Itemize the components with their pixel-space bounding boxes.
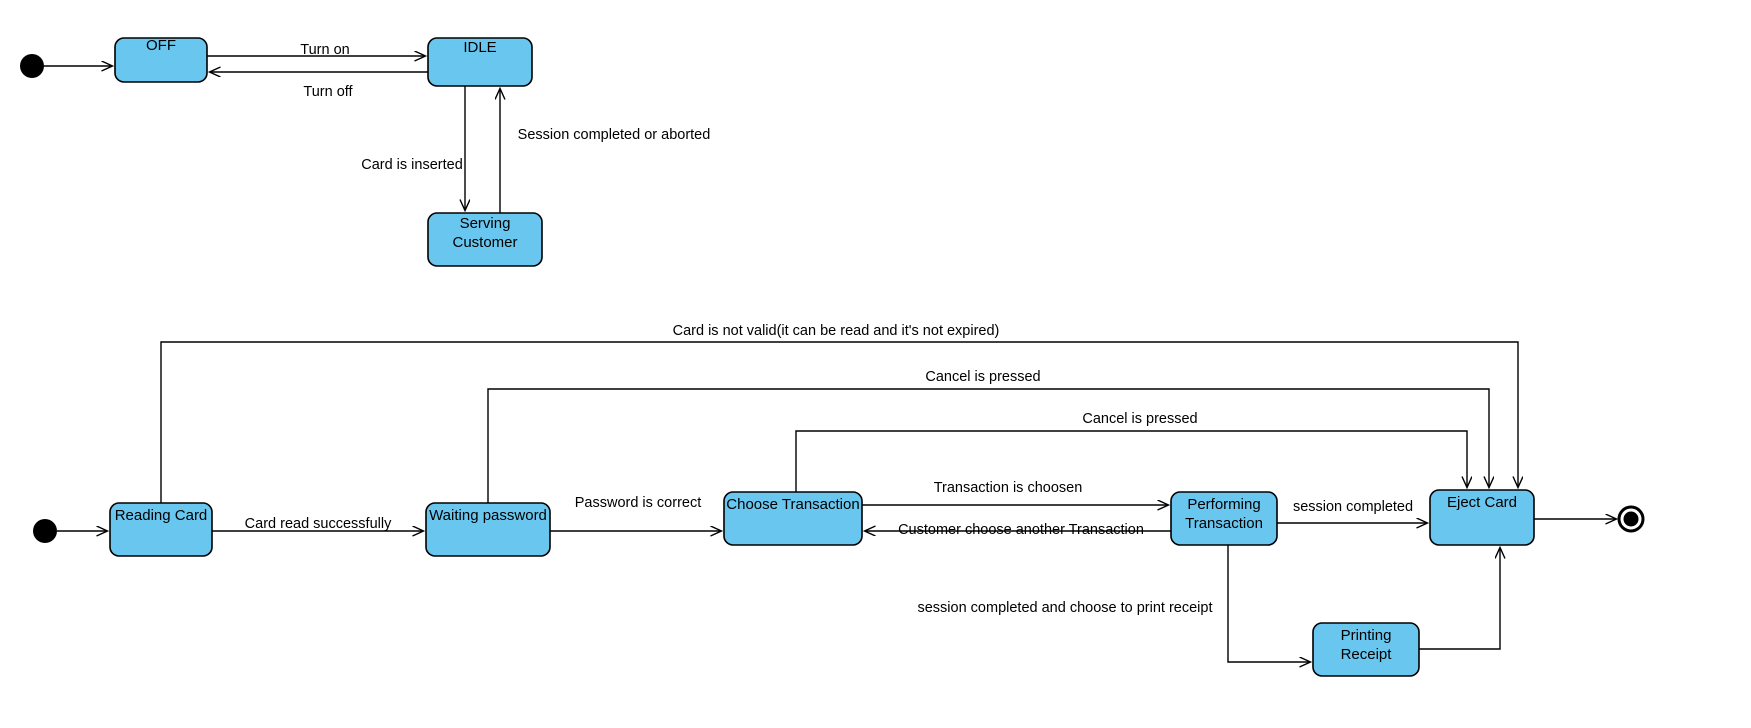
transition-label-card-read-successfully: Card read successfully bbox=[245, 516, 392, 532]
state-performing-transaction[interactable]: Performing Transaction bbox=[1170, 491, 1278, 546]
state-printing-receipt-label-line1: Printing bbox=[1341, 627, 1392, 644]
state-printing-receipt-label-line2: Receipt bbox=[1341, 646, 1393, 663]
transition-label-card-not-valid: Card is not valid(it can be read and it'… bbox=[673, 323, 1000, 339]
initial-state-session bbox=[33, 519, 57, 543]
state-printing-receipt[interactable]: Printing Receipt bbox=[1312, 622, 1420, 677]
transition-label-transaction-is-choosen: Transaction is choosen bbox=[934, 480, 1083, 496]
state-serving-customer-label-line2: Customer bbox=[452, 234, 517, 251]
transition-label-password-is-correct: Password is correct bbox=[575, 495, 702, 511]
state-idle[interactable]: IDLE bbox=[427, 37, 533, 87]
transition-performing-to-printing bbox=[1227, 545, 1310, 662]
state-choose-transaction-label: Choose Transaction bbox=[726, 496, 859, 513]
state-reading-card-label: Reading Card bbox=[115, 507, 208, 524]
initial-state-top bbox=[20, 54, 44, 78]
state-eject-card[interactable]: Eject Card bbox=[1429, 489, 1535, 546]
state-performing-transaction-label-line2: Transaction bbox=[1185, 515, 1263, 532]
transition-label-card-is-inserted: Card is inserted bbox=[361, 157, 463, 173]
transition-reading-to-eject-invalid-card bbox=[160, 341, 1518, 503]
transition-label-session-completed: session completed bbox=[1293, 499, 1413, 515]
state-serving-customer-label-line1: Serving bbox=[460, 215, 511, 232]
state-performing-transaction-label-line1: Performing bbox=[1187, 496, 1260, 513]
state-idle-box[interactable] bbox=[427, 37, 533, 87]
state-waiting-password-label: Waiting password bbox=[429, 507, 547, 524]
transition-label-session-completed-or-aborted: Session completed or aborted bbox=[518, 127, 711, 143]
transition-choose-to-eject-cancel bbox=[795, 430, 1467, 492]
state-eject-card-box[interactable] bbox=[1429, 489, 1535, 546]
transition-label-cancel-pressed-1: Cancel is pressed bbox=[925, 369, 1040, 385]
state-waiting-password[interactable]: Waiting password bbox=[425, 502, 551, 557]
transition-label-customer-choose-another: Customer choose another Transaction bbox=[898, 522, 1144, 538]
final-state-inner-dot bbox=[1623, 511, 1639, 527]
state-off-box[interactable] bbox=[114, 37, 208, 83]
state-idle-label: IDLE bbox=[463, 39, 496, 56]
machine-top-level: OFF IDLE Serving Customer Turn on Turn o… bbox=[20, 37, 711, 267]
state-performing-transaction-box[interactable] bbox=[1170, 491, 1278, 546]
state-off-label: OFF bbox=[146, 37, 176, 54]
state-eject-card-label: Eject Card bbox=[1447, 494, 1517, 511]
transition-label-session-completed-print-receipt: session completed and choose to print re… bbox=[917, 600, 1212, 616]
state-serving-customer-box[interactable] bbox=[427, 212, 543, 267]
machine-customer-session: Reading Card Waiting password Choose Tra… bbox=[33, 323, 1645, 677]
state-choose-transaction[interactable]: Choose Transaction bbox=[723, 491, 863, 546]
state-reading-card[interactable]: Reading Card bbox=[109, 502, 213, 557]
transition-waiting-to-eject-cancel bbox=[487, 388, 1489, 503]
final-state-session bbox=[1617, 505, 1645, 533]
state-choose-transaction-box[interactable] bbox=[723, 491, 863, 546]
state-serving-customer[interactable]: Serving Customer bbox=[427, 212, 543, 267]
state-off[interactable]: OFF bbox=[114, 37, 208, 83]
transition-printing-to-eject bbox=[1419, 548, 1500, 650]
transition-label-turn-on: Turn on bbox=[300, 42, 349, 58]
transition-label-turn-off: Turn off bbox=[303, 84, 353, 100]
transition-label-cancel-pressed-2: Cancel is pressed bbox=[1082, 411, 1197, 427]
